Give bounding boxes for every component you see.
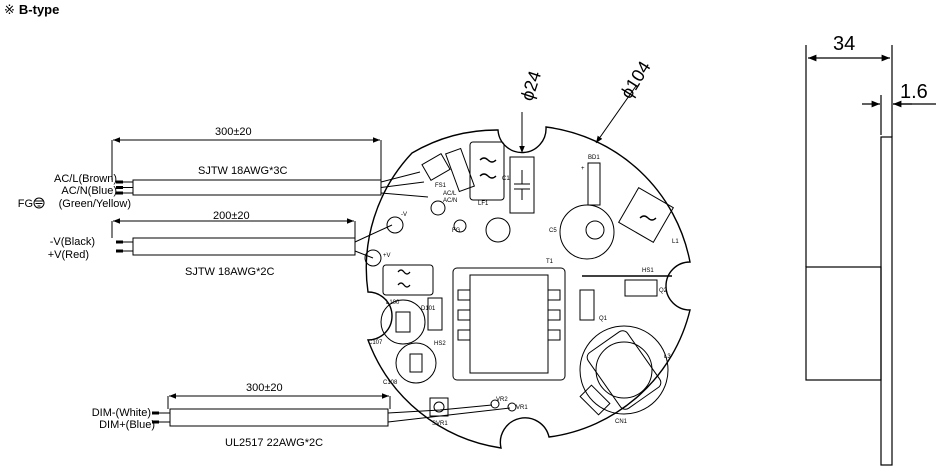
label-hs1: HS1 [642, 268, 654, 274]
side-view [805, 45, 936, 466]
pad-fs1 [430, 200, 446, 216]
label-acl: AC/L [443, 191, 457, 197]
label-hs2: HS2 [434, 341, 446, 347]
pcb-board [365, 126, 691, 449]
diagram-title: ※B-type [4, 2, 59, 18]
capacitor-c107 [380, 299, 426, 345]
vr1 [507, 402, 517, 412]
hole-diameter-label: ϕ24 [517, 68, 545, 103]
dc-length-label: 200±20 [213, 210, 250, 222]
label-c5: C5 [549, 228, 557, 234]
transistor-q1 [579, 289, 595, 321]
inductor-l3 [579, 325, 669, 415]
dim-cable-jacket [169, 408, 389, 427]
fuse-fs1 [421, 153, 451, 181]
label-c1: C1 [502, 176, 510, 182]
label-acn: AC/N [443, 198, 457, 204]
label-l100: L100 [386, 300, 400, 306]
height-dimension-label: 34 [833, 33, 855, 55]
wire-label-vplus: +V(Red) [48, 249, 89, 261]
label-vplus: +V [383, 253, 391, 259]
diode-d101 [427, 297, 443, 331]
label-lf1: LF1 [478, 201, 489, 207]
label-l1: L1 [672, 239, 679, 245]
label-vminus: -V [401, 212, 407, 218]
label-d101: D101 [421, 306, 436, 312]
label-svr1: SVR1 [432, 421, 448, 427]
ac-cable [111, 137, 429, 198]
wire-label-vminus: -V(Black) [50, 236, 95, 248]
wire-label-acn: AC/N(Blue) [61, 185, 117, 197]
component-labels: FS1 AC/L AC/N FG -V +V C1 LF1 BD1 C5 L1 … [368, 155, 679, 427]
label-plus: + [581, 166, 585, 172]
label-q1: Q1 [599, 316, 608, 322]
transistor-q2 [624, 279, 658, 297]
pcb-outline [365, 126, 691, 449]
dim-wire-labels: DIM-(White) DIM+(Blue) [92, 407, 155, 431]
label-q2: Q2 [659, 288, 668, 294]
dc-cable [111, 218, 393, 259]
note-symbol: ※ [4, 2, 15, 17]
label-t1: T1 [546, 259, 554, 265]
choke-lf1 [469, 141, 505, 201]
ac-spec-label: SJTW 18AWG*3C [198, 165, 287, 177]
label-bd1: BD1 [588, 155, 600, 161]
label-fg: FG [452, 228, 461, 234]
pad-vplus [364, 249, 382, 267]
dc-wire-ends [116, 240, 123, 253]
capacitor-c108 [395, 342, 437, 384]
inductor-l100 [382, 264, 434, 296]
label-c107: C107 [368, 340, 383, 346]
ac-wire-ends [116, 180, 123, 195]
bridge-bd1 [587, 162, 601, 206]
wire-label-dim-minus: DIM-(White) [92, 407, 151, 419]
label-cn1: CN1 [615, 419, 628, 425]
ac-wire-labels: AC/L(Brown) AC/N(Blue) FG (Green/Yellow) [18, 173, 131, 210]
dimension-callouts [519, 85, 637, 153]
board-diameter-label: ϕ104 [616, 57, 654, 102]
ac-length-label: 300±20 [215, 126, 252, 138]
capacitor-c5 [559, 204, 615, 260]
dim-length-label: 300±20 [246, 382, 283, 394]
dc-wire-labels: -V(Black) +V(Red) [48, 236, 95, 261]
side-view-body [805, 266, 882, 381]
label-l3: L3 [664, 354, 671, 360]
vr2 [490, 399, 500, 409]
wire-label-acl: AC/L(Brown) [54, 173, 117, 185]
wire-label-fg: FG [18, 198, 33, 210]
pcb-components [364, 141, 675, 417]
dim-cable [155, 393, 511, 427]
side-view-board [880, 136, 893, 466]
ground-icon [33, 197, 45, 209]
dc-cable-jacket [132, 237, 356, 256]
pad-vminus [386, 216, 404, 234]
wire-label-dim-plus: DIM+(Blue) [99, 419, 155, 431]
dc-spec-label: SJTW 18AWG*2C [185, 266, 274, 278]
fuse-holder [445, 147, 475, 193]
title-text: B-type [18, 2, 60, 17]
transformer-t1 [452, 267, 566, 381]
dim-spec-label: UL2517 22AWG*2C [225, 437, 323, 449]
label-c108: C108 [383, 380, 398, 386]
inductor-l1 [617, 186, 675, 244]
svr1 [429, 397, 449, 417]
thickness-dimension-label: 1.6 [900, 81, 928, 103]
label-vr2: VR2 [496, 397, 508, 403]
connector-cn1 [579, 384, 611, 416]
pad-fg [453, 219, 467, 233]
wire-label-fg-color: (Green/Yellow) [59, 198, 131, 210]
label-vr1: VR1 [516, 405, 528, 411]
capacitor-c1 [509, 156, 535, 214]
dim-wire-ends [152, 411, 159, 424]
label-fs1: FS1 [435, 183, 447, 189]
ac-cable-jacket [132, 179, 382, 196]
pad-lf [485, 217, 511, 243]
